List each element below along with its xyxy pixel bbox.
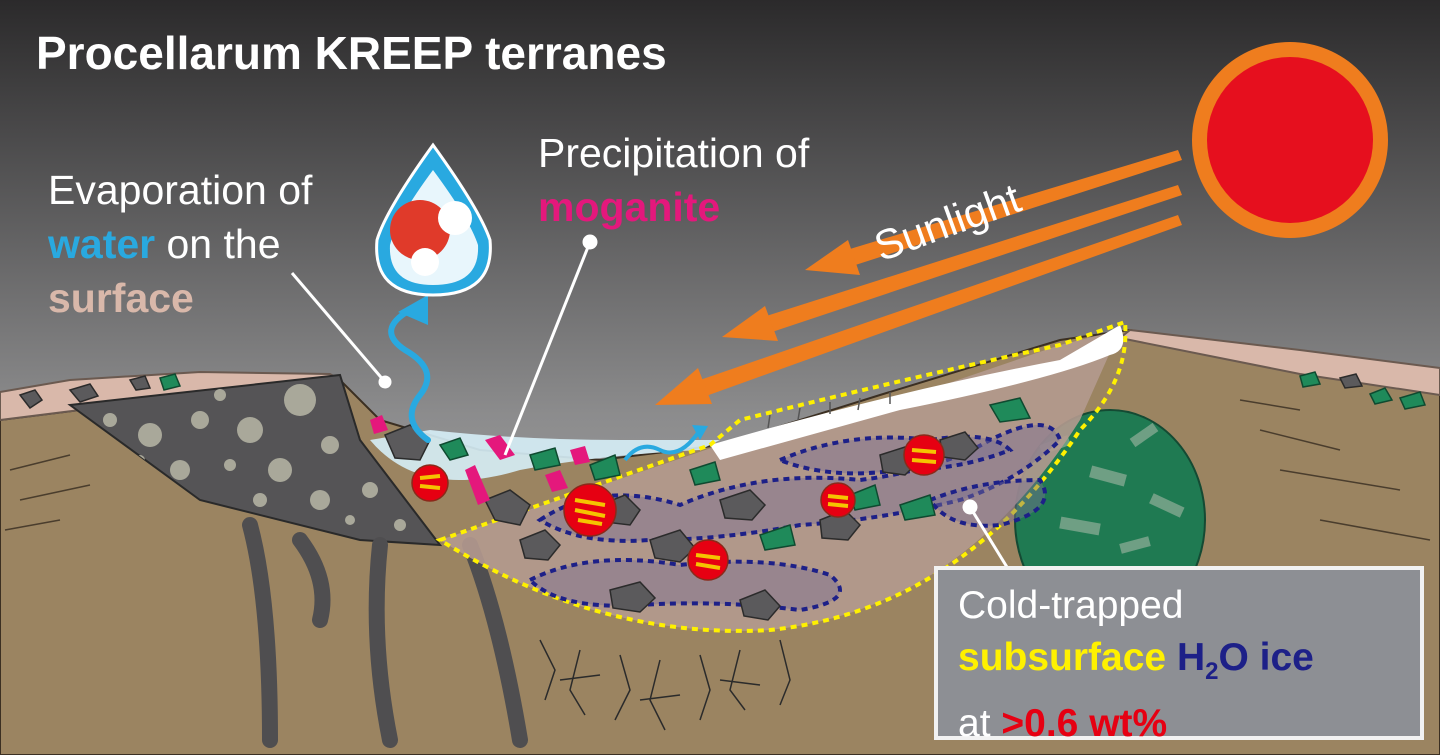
word-water: water — [48, 221, 156, 267]
frost-spikes — [767, 392, 891, 429]
h2o-subscript: 2 — [1205, 657, 1219, 685]
ice-line3: at >0.6 wt% — [958, 698, 1420, 750]
sun-icon — [1192, 42, 1388, 238]
ice-nodules — [411, 434, 945, 581]
moganite-grains — [370, 415, 590, 505]
word-subsurface: subsurface — [958, 636, 1167, 679]
cracks — [539, 639, 791, 731]
word-moganite: moganite — [538, 184, 721, 230]
ice-boundary — [435, 319, 1128, 633]
crust-clasts — [103, 384, 406, 531]
leader-lines — [290, 234, 1012, 573]
h2o-h: H — [1176, 636, 1206, 679]
ice-concentration: >0.6 wt% — [1001, 701, 1168, 745]
h2o-formula: H2O ice — [1176, 636, 1314, 685]
sunlight-arrows — [655, 150, 1182, 405]
nodule-stripes — [419, 448, 937, 570]
dark-crust — [67, 373, 443, 547]
evaporation-arrow-icon — [388, 307, 431, 443]
word-surface: surface — [48, 275, 194, 321]
evaporation-arrowhead — [398, 295, 428, 325]
h2o-o-ice: O ice — [1218, 636, 1314, 679]
strata-lines — [4, 399, 1431, 541]
evaporation-on-the: on the — [155, 221, 281, 267]
evaporation-label: Evaporation of water on the surface — [48, 163, 312, 325]
green-minerals — [159, 371, 1427, 551]
word-at: at — [958, 701, 1002, 745]
precipitation-line1: Precipitation of — [538, 130, 810, 176]
ice-line2: subsurface H2O ice — [958, 632, 1420, 698]
diagram-title: Procellarum KREEP terranes — [36, 27, 667, 79]
ice-info-box: Cold-trapped subsurface H2O ice at >0.6 … — [934, 566, 1424, 745]
water-droplet-icon — [375, 142, 492, 297]
ice-line1: Cold-trapped — [958, 584, 1184, 627]
frost-cap — [710, 325, 1124, 460]
precipitation-label: Precipitation of moganite — [538, 126, 809, 234]
crater-basin — [440, 330, 1120, 631]
crust-veins — [242, 517, 528, 748]
evaporation-line2: water on the — [48, 217, 312, 271]
evaporation-line1: Evaporation of — [48, 167, 313, 213]
small-wave-arrow — [623, 428, 702, 462]
